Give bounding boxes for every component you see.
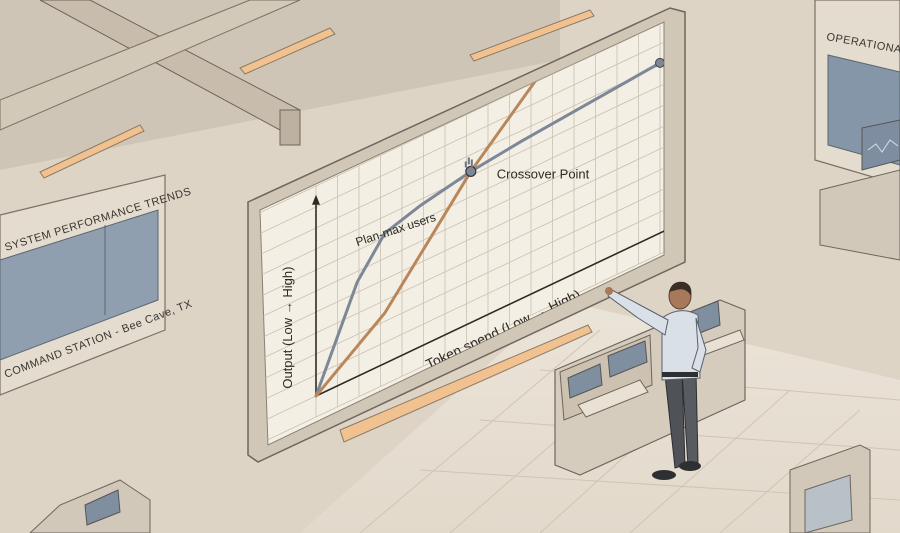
ceiling-beam (0, 0, 301, 131)
operator-figure (605, 281, 707, 480)
bottom-left-screen (84, 489, 121, 526)
ceiling-light (39, 124, 145, 179)
crossover-marker (465, 165, 477, 178)
ceiling-light (469, 9, 595, 62)
series-line (314, 61, 662, 398)
console-screen (567, 363, 603, 399)
y-axis-arrow (312, 194, 320, 205)
beam-post (279, 109, 301, 146)
grid-line (260, 132, 664, 345)
grid-line (260, 195, 664, 408)
grid-line (260, 90, 664, 303)
crossover-label: Crossover Point (497, 166, 590, 181)
crossover-glyph (470, 159, 473, 168)
crossover-glyph (467, 157, 470, 165)
console-keyboard (577, 379, 649, 418)
grid-line (260, 153, 664, 366)
board-surface (259, 21, 665, 446)
crossover-glyph (464, 161, 467, 168)
grid-line (260, 237, 664, 445)
right-console (819, 169, 900, 261)
grid-line (260, 174, 664, 387)
right-console-screen (861, 119, 900, 171)
console-screen (607, 340, 648, 378)
series-endpoint (655, 57, 664, 68)
x-axis (315, 220, 664, 397)
grid-line (260, 111, 664, 324)
board-underlight (339, 324, 593, 443)
grid-line (260, 27, 664, 240)
ceiling-light (239, 27, 336, 75)
y-axis-label: Output (Low → High) (280, 267, 295, 389)
